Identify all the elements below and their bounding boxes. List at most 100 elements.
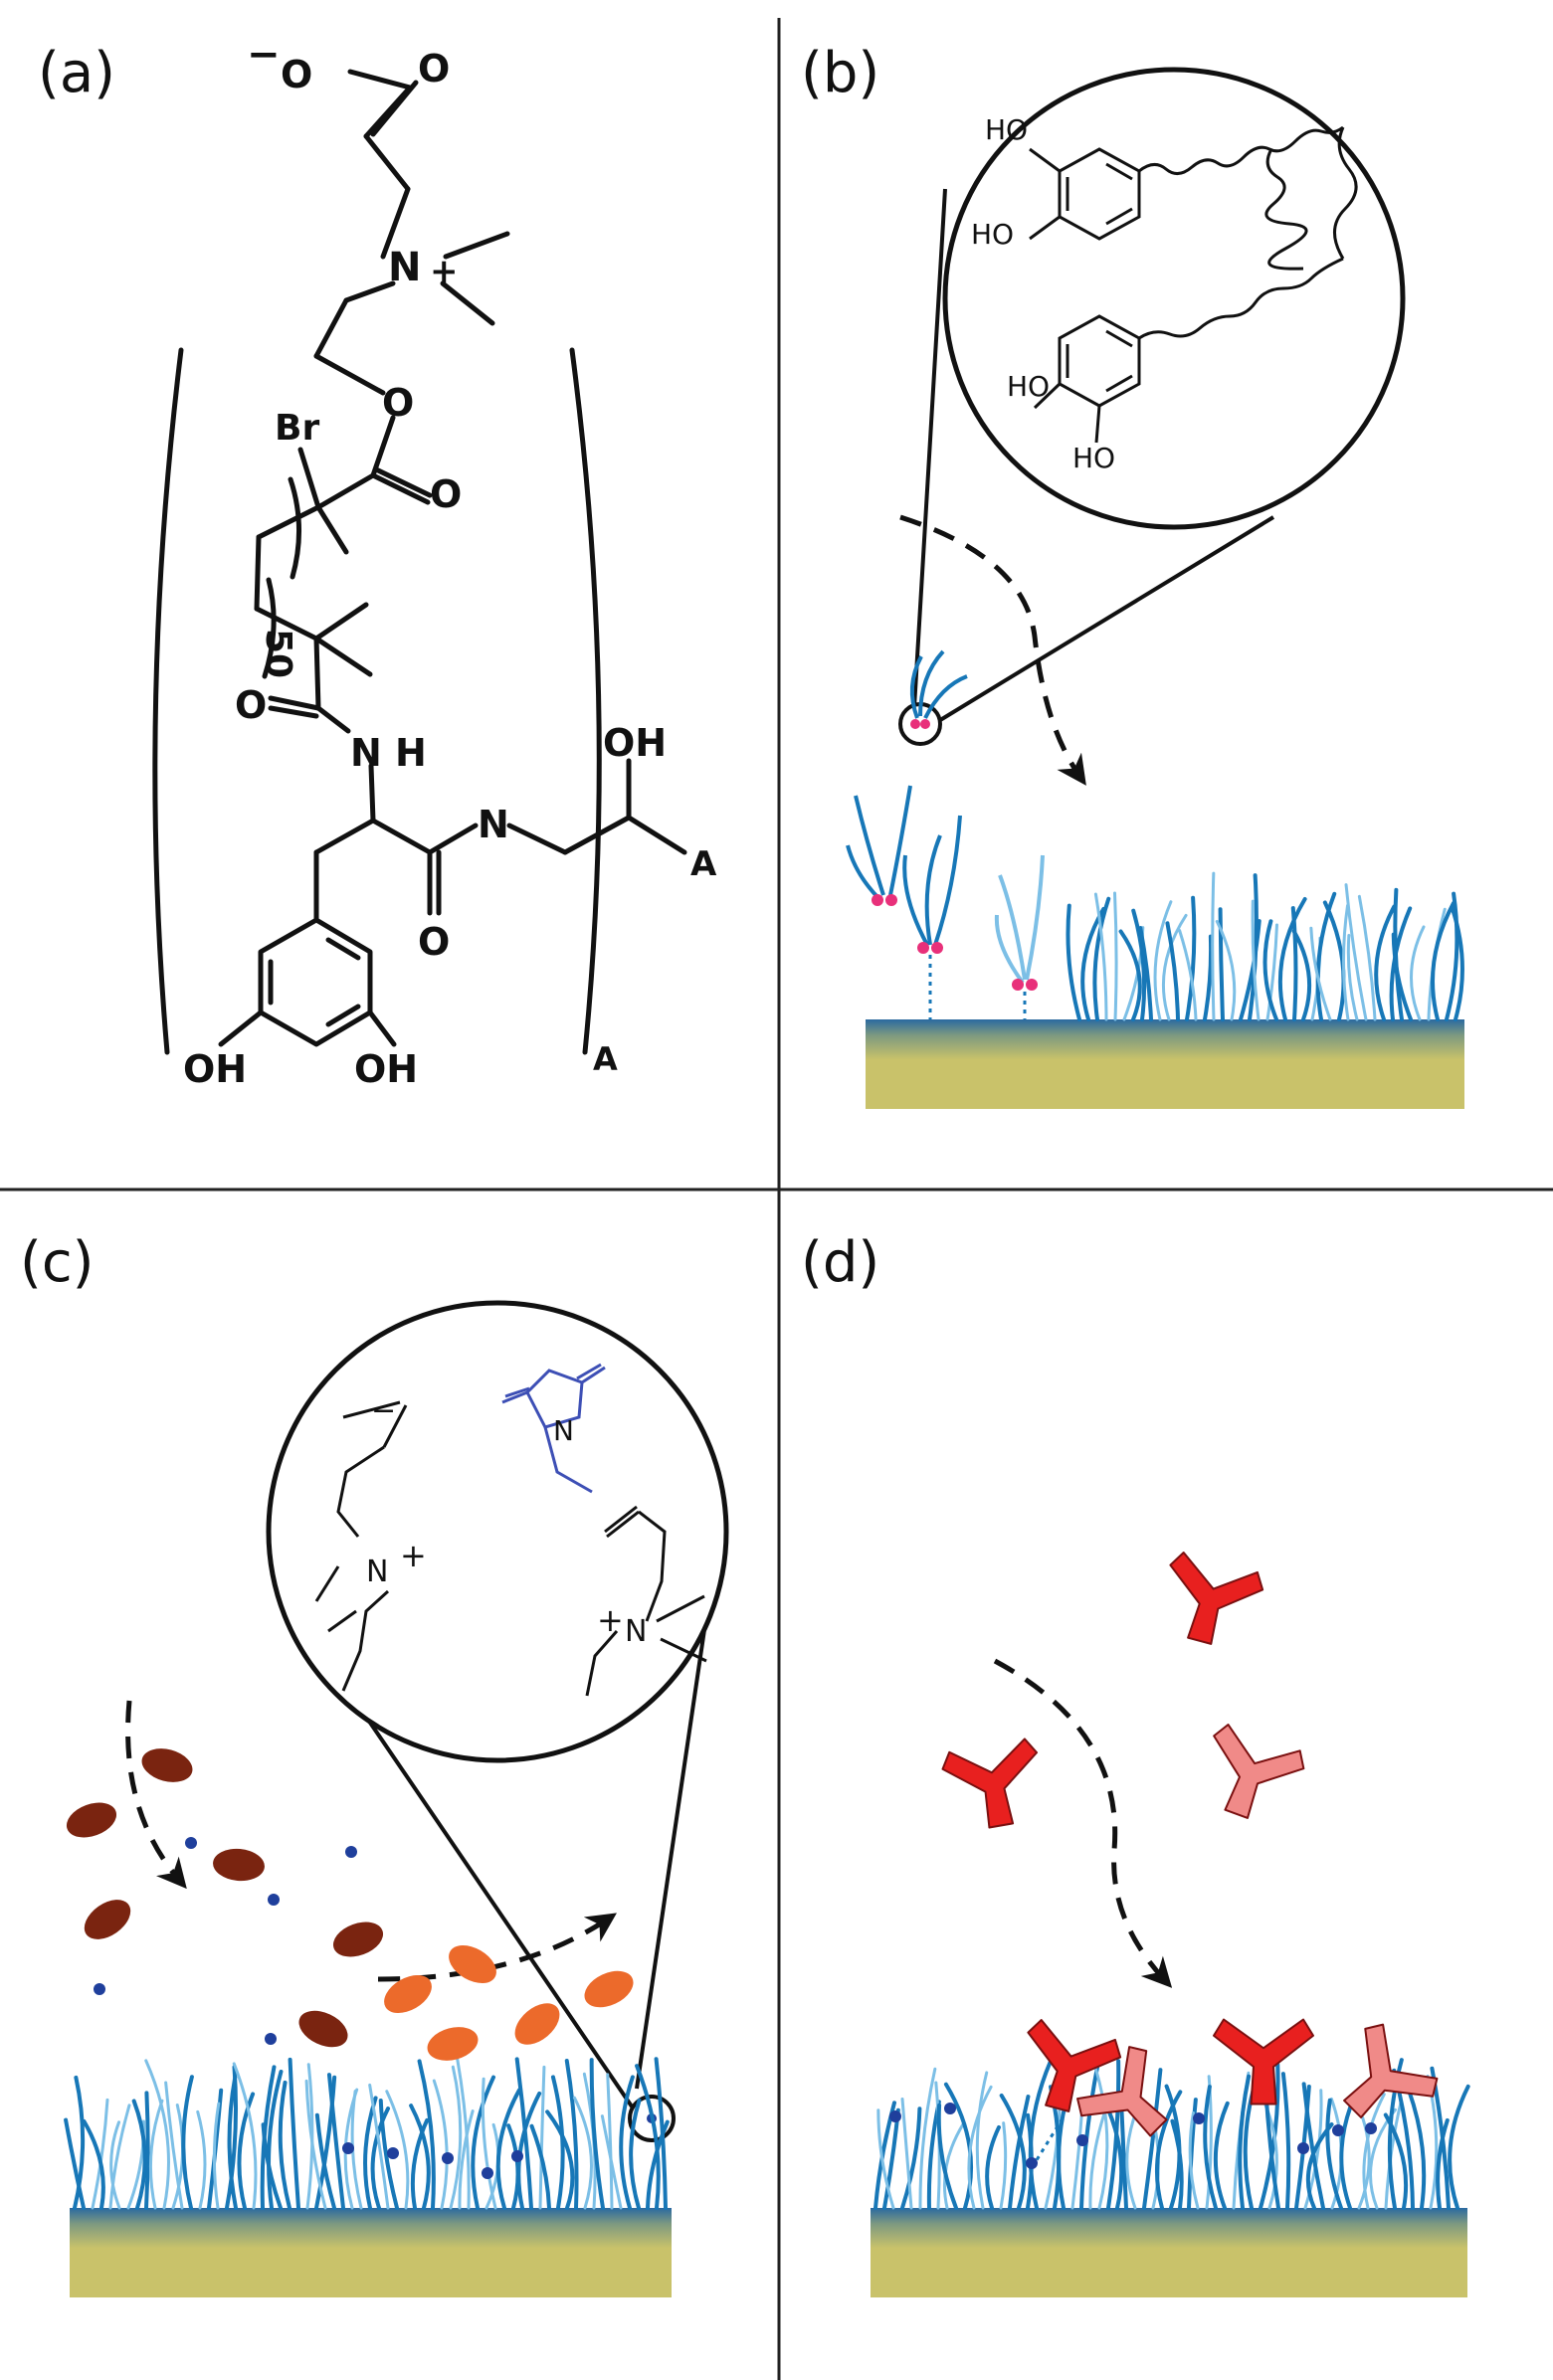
protein-particle bbox=[141, 1748, 193, 1782]
brush-chain bbox=[529, 2123, 551, 2210]
brush-chain bbox=[1118, 929, 1142, 1021]
brush-chain bbox=[456, 2057, 471, 2210]
brush-chain bbox=[1211, 871, 1216, 1021]
brush-chain bbox=[1238, 2074, 1252, 2210]
anchor-dot bbox=[944, 2103, 956, 2114]
brush-chain bbox=[967, 2085, 993, 2210]
brush-chain bbox=[1070, 2107, 1084, 2210]
protein-particle bbox=[427, 2027, 479, 2061]
panel-b: HO HO HO HO bbox=[846, 67, 1464, 1109]
b-ho-3: HO bbox=[1007, 370, 1050, 403]
brush-chain bbox=[1125, 2108, 1139, 2210]
brush-chain bbox=[1218, 907, 1225, 1021]
brush-chain bbox=[1339, 2105, 1353, 2210]
brush-chain bbox=[409, 2104, 431, 2210]
brush-chain bbox=[212, 2102, 221, 2210]
zoom-cone-b bbox=[911, 188, 1275, 730]
substrate-c bbox=[70, 2208, 672, 2297]
brush-chain bbox=[144, 2059, 170, 2210]
brush-chain bbox=[1436, 2117, 1450, 2210]
brush-chain bbox=[942, 2121, 966, 2210]
catechol-oh-left: OH bbox=[183, 1047, 247, 1091]
brush-chain bbox=[378, 2098, 399, 2210]
anchor-dot bbox=[889, 2110, 901, 2122]
small-molecule-dot bbox=[342, 2142, 354, 2154]
antibody bbox=[1213, 2018, 1314, 2105]
small-molecule-dot bbox=[265, 2033, 277, 2045]
brush-chain bbox=[1262, 919, 1278, 1021]
brush-chain bbox=[1431, 901, 1456, 1021]
brush-chain bbox=[1142, 2068, 1163, 2210]
brush-chain bbox=[1112, 891, 1118, 1021]
carboxylate-oxygen: O bbox=[281, 53, 312, 96]
brush-chain bbox=[1106, 2107, 1124, 2210]
panel-label-a: (a) bbox=[38, 41, 115, 105]
antibody bbox=[1027, 2019, 1122, 2112]
small-molecule-dot bbox=[511, 2150, 523, 2162]
brush-chain bbox=[314, 2075, 337, 2210]
protein-particles-c bbox=[66, 1748, 634, 2061]
substrate-b bbox=[866, 1019, 1464, 1109]
anchor-dot bbox=[1365, 2122, 1377, 2134]
brush-chain bbox=[635, 2064, 661, 2210]
brush-chain bbox=[144, 2091, 150, 2210]
bromine-label: Br bbox=[275, 408, 319, 449]
protein-particle bbox=[84, 1900, 131, 1939]
brush-chain bbox=[619, 2075, 635, 2210]
c-nitrogen-1: N bbox=[366, 1555, 388, 1589]
carbonyl-oxygen: O bbox=[418, 47, 450, 91]
antibody bbox=[1213, 1724, 1305, 1819]
brush-chain bbox=[1161, 913, 1188, 1021]
brush-chain bbox=[64, 2117, 86, 2210]
brush-chain bbox=[91, 2098, 109, 2210]
c-nhs-nitrogen: N bbox=[553, 1414, 574, 1447]
brush-chain bbox=[314, 2112, 336, 2210]
carboxylate-charge: − bbox=[247, 32, 281, 78]
brush-chain bbox=[181, 2075, 194, 2210]
small-molecule-dot bbox=[185, 1837, 197, 1849]
brush-chain bbox=[918, 2067, 937, 2210]
protein-particle bbox=[213, 1848, 265, 1882]
brush-chain bbox=[1383, 2112, 1409, 2210]
side-hydroxyl: OH bbox=[603, 721, 667, 765]
panel-a-atom-labels: − O O N + O Br O 50 O N H N O OH A A OH … bbox=[183, 32, 717, 1091]
brush-chain bbox=[304, 2079, 327, 2210]
brush-chain bbox=[1251, 899, 1261, 1021]
brush-chain bbox=[1290, 906, 1298, 1021]
protein-particle bbox=[449, 1945, 496, 1983]
brush-chain bbox=[232, 2062, 258, 2210]
b-ho-2: HO bbox=[971, 218, 1014, 251]
brush-chain bbox=[514, 2057, 533, 2210]
brush-chain bbox=[1357, 894, 1377, 1021]
brush-chain bbox=[1215, 920, 1237, 1021]
brush-chain bbox=[108, 2104, 131, 2210]
brush-chain bbox=[550, 2075, 565, 2210]
anchor-dot bbox=[1026, 2157, 1038, 2169]
subscript-a: A bbox=[593, 1040, 618, 1078]
brush-chain bbox=[449, 2065, 463, 2210]
brush-chain bbox=[1305, 2122, 1334, 2210]
ester-carbonyl-oxygen: O bbox=[430, 472, 462, 516]
brush-chain bbox=[1391, 932, 1413, 1021]
brush-chain bbox=[1165, 921, 1180, 1021]
brush-chain bbox=[1138, 926, 1153, 1021]
dashed-arrow-d bbox=[993, 1658, 1173, 1988]
brush-chain bbox=[1185, 895, 1197, 1021]
brush-chain bbox=[73, 2075, 86, 2210]
ammonium-nitrogen: N bbox=[388, 245, 421, 290]
antibody bbox=[1076, 2046, 1168, 2137]
brush-chain bbox=[506, 2123, 520, 2210]
brush-chain bbox=[1341, 903, 1350, 1021]
anchor-dot bbox=[1076, 2134, 1088, 2146]
small-molecules-c bbox=[94, 1837, 523, 2179]
antibody bbox=[1343, 2023, 1439, 2118]
brush-chain bbox=[1079, 2059, 1101, 2210]
protein-particle bbox=[514, 2003, 560, 2045]
brush-chain bbox=[589, 2058, 605, 2210]
free-polymers-b bbox=[846, 785, 1045, 985]
small-molecule-dot bbox=[345, 1846, 357, 1858]
protein-particle bbox=[384, 1975, 432, 2013]
brush-chain bbox=[900, 2106, 922, 2210]
antibodies-d bbox=[941, 1552, 1439, 2137]
anchor-dot bbox=[1193, 2112, 1205, 2124]
